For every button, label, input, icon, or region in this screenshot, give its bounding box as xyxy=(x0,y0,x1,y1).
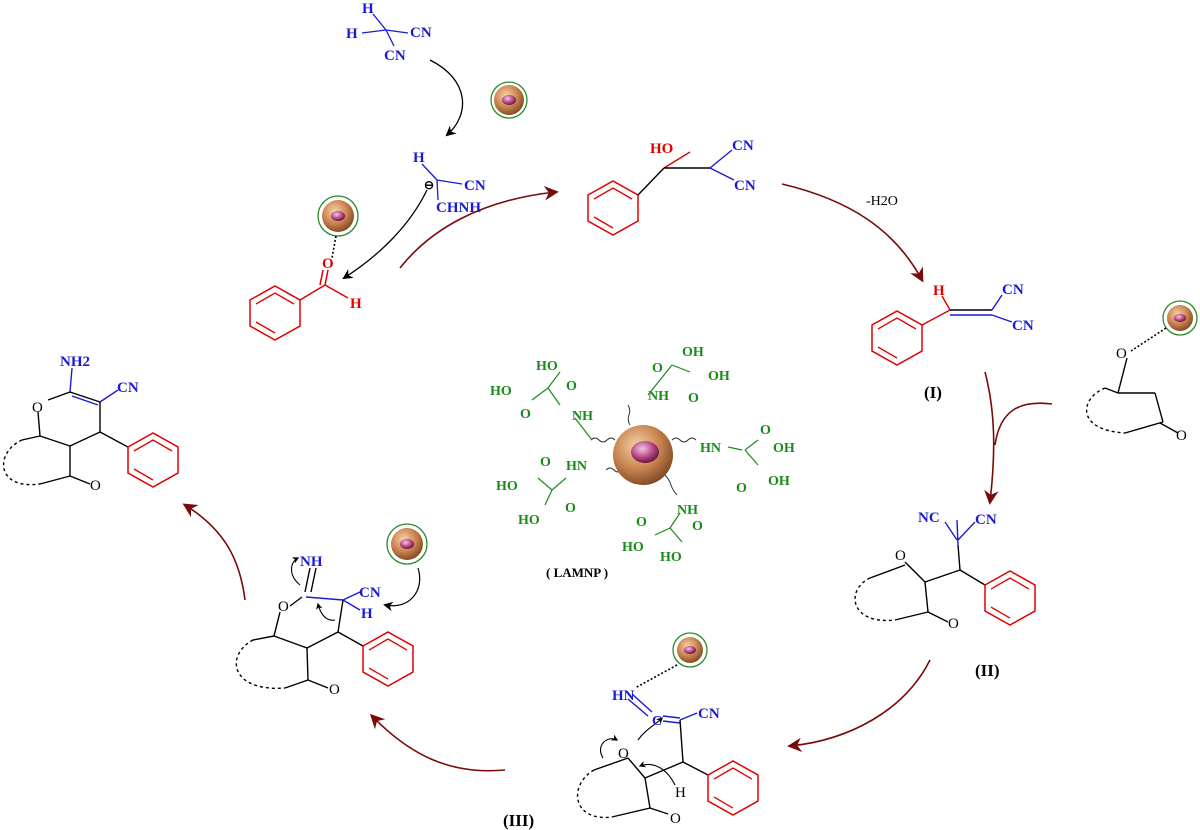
cat-g5-oh2: HO xyxy=(660,550,682,565)
compound-III-c: C xyxy=(652,714,662,729)
cat-g2-o2: O xyxy=(688,391,699,406)
adduct-cn1: CN xyxy=(732,138,754,154)
arrow-III-to-cyclized xyxy=(369,713,506,772)
compound-III-o1: O xyxy=(618,746,629,762)
compound-I: H CN CN (I) xyxy=(871,282,1034,402)
compound-II-nc: NC xyxy=(918,510,940,526)
dehydration-label: -H2O xyxy=(866,194,898,209)
cat-g4-o2: O xyxy=(565,501,576,516)
cat-g3-o1: O xyxy=(760,423,771,438)
compound-III-h: H xyxy=(675,785,686,801)
cat-g1-oh1: HO xyxy=(536,359,558,374)
cat-g3-oh2: OH xyxy=(768,474,790,489)
compound-III-label: (III) xyxy=(503,811,534,830)
cat-g1-o2: O xyxy=(520,407,531,422)
compound-II-o1: O xyxy=(895,548,906,564)
cat-g4-oh1: HO xyxy=(496,479,518,494)
carbanion-chnh: CHNH xyxy=(436,200,481,216)
cat-g1-o1: O xyxy=(566,379,577,394)
product-cn: CN xyxy=(117,380,139,396)
malono-h2: H xyxy=(346,26,358,42)
nanoparticle-icon xyxy=(386,523,428,565)
nanoparticle-icon xyxy=(317,195,359,237)
compound-III-hn: HN xyxy=(612,688,635,704)
final-product: NH2 CN O O xyxy=(2,354,179,494)
product-o-keto: O xyxy=(90,478,101,494)
nanoparticle-icon xyxy=(1162,300,1198,336)
carbanion: H ⊖ CN CHNH xyxy=(413,150,486,216)
nanoparticle-icon xyxy=(490,81,528,119)
cyclic-diketone: O O xyxy=(1085,327,1187,444)
compound-III-cn: CN xyxy=(698,706,720,722)
cat-g5-o1: O xyxy=(636,515,647,530)
compound-II: NC CN O O (II) xyxy=(854,510,1036,680)
arrow-diketone-in xyxy=(994,402,1053,446)
compound-II-o2: O xyxy=(948,616,959,632)
catalyst-lamnp: NH HO O HO O NH OH O OH O HN OH O OH O xyxy=(490,345,795,580)
arrow-to-product xyxy=(182,503,246,601)
malono-h1: H xyxy=(362,1,374,17)
arrow-dehydration xyxy=(781,183,924,283)
arrow-deprotonation xyxy=(429,59,464,137)
benzaldehyde: O H xyxy=(249,235,362,341)
malono-cn1: CN xyxy=(410,25,432,41)
benzaldehyde-o: O xyxy=(322,256,334,272)
cat-g3-o2: O xyxy=(736,481,747,496)
benzaldehyde-h: H xyxy=(350,296,362,312)
compound-I-cn2: CN xyxy=(1012,318,1034,334)
arrow-I-to-II xyxy=(984,371,999,505)
cyclized-cn: CN xyxy=(359,585,381,601)
adduct-cn2: CN xyxy=(734,178,756,194)
cyclized-o-ring: O xyxy=(278,599,289,615)
diketone-o1: O xyxy=(1116,346,1127,362)
diketone-o2: O xyxy=(1176,428,1187,444)
carbanion-charge: ⊖ xyxy=(424,178,434,192)
cyclized-o-keto: O xyxy=(329,682,340,698)
compound-III-o2: O xyxy=(670,811,681,827)
aldol-adduct: HO CN CN xyxy=(587,138,756,236)
cat-g5-nh: NH xyxy=(677,503,698,518)
cat-g2-nh: NH xyxy=(648,389,669,404)
cat-g3-oh1: OH xyxy=(773,441,795,456)
cycle-arrows xyxy=(182,183,1053,772)
compound-II-cn: CN xyxy=(975,512,997,528)
cat-g3-nh: HN xyxy=(700,441,721,456)
cat-g1-nh: NH xyxy=(572,409,593,424)
product-nh2: NH2 xyxy=(60,354,90,370)
compound-III: HN C CN O H O (III) xyxy=(503,664,759,830)
compound-I-cn1: CN xyxy=(1002,282,1024,298)
cat-g2-oh2: OH xyxy=(708,369,730,384)
malononitrile: H H CN CN xyxy=(346,1,432,64)
compound-I-label: (I) xyxy=(924,383,942,402)
cat-g4-o1: O xyxy=(540,455,551,470)
cat-g2-o1: O xyxy=(652,361,663,376)
nanoparticle-icon xyxy=(672,632,708,668)
cyclized-nh: NH xyxy=(300,554,323,570)
cyclized-intermediate: NH CN O H O xyxy=(235,554,421,698)
compound-I-h: H xyxy=(933,283,945,299)
cat-g5-o2: O xyxy=(692,519,703,534)
adduct-ho: HO xyxy=(650,141,673,157)
cat-g5-oh1: HO xyxy=(622,540,644,555)
carbanion-cn: CN xyxy=(464,178,486,194)
cat-g1-oh2: HO xyxy=(490,384,512,399)
cat-g2-oh1: OH xyxy=(682,345,704,360)
product-o-ring: O xyxy=(32,400,43,416)
compound-II-label: (II) xyxy=(975,661,1000,680)
carbanion-h: H xyxy=(413,150,425,166)
cyclized-h: H xyxy=(361,606,373,622)
arrow-II-to-III xyxy=(787,659,931,753)
catalyst-label: ( LAMNP ) xyxy=(546,565,608,580)
arrow-to-adduct xyxy=(399,186,559,269)
malono-cn2: CN xyxy=(384,48,406,64)
arrow-nucleophilic-attack xyxy=(342,189,428,280)
cat-g4-nh: HN xyxy=(566,459,587,474)
cat-g4-oh2: HO xyxy=(518,513,540,528)
